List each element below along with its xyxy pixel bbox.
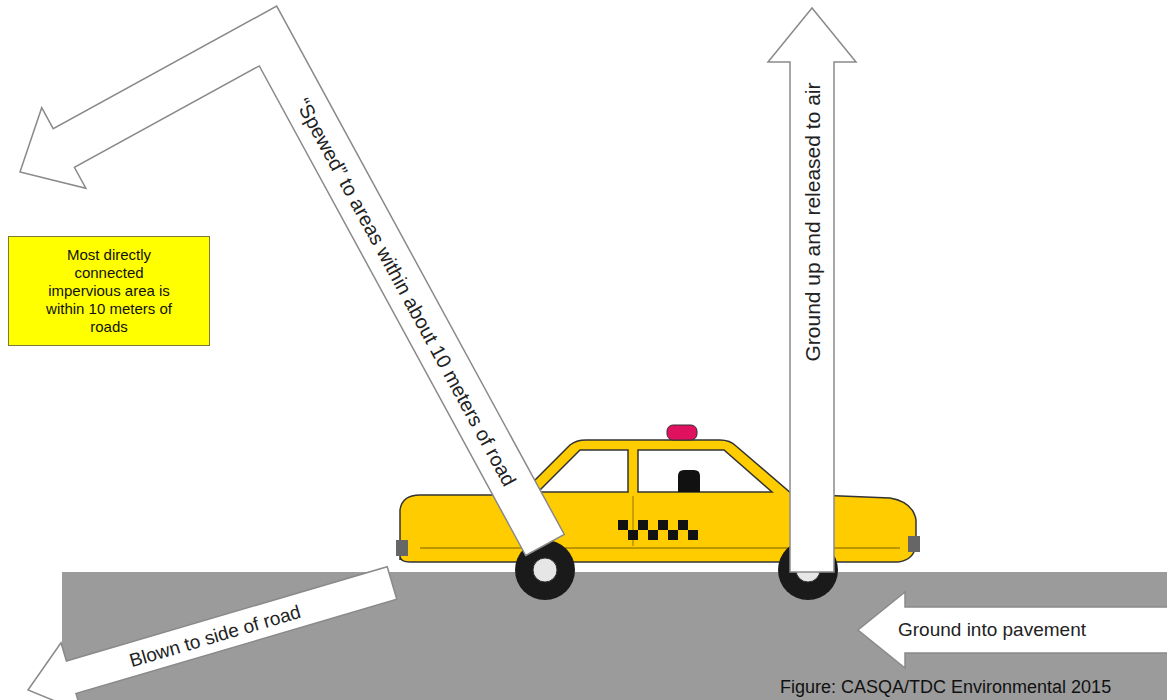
arrow-label: Ground up and released to air (802, 82, 823, 361)
arrow-label: “Spewed” to areas within about 10 meters… (293, 95, 520, 489)
front-bumper (908, 536, 920, 552)
blown-arrow (28, 567, 397, 700)
road (62, 572, 1167, 700)
roof-light (667, 425, 697, 440)
spewed-arrow (20, 6, 564, 555)
air-arrow (768, 8, 856, 572)
pavement-arrow (858, 592, 1167, 668)
headrest (678, 470, 700, 492)
arrow-label: Ground into pavement (898, 620, 1086, 639)
rear-bumper (396, 540, 408, 556)
callout-box: Most directly connected impervious area … (8, 236, 210, 346)
figure-caption: Figure: CASQA/TDC Environmental 2015 (780, 678, 1111, 696)
rear-window (538, 450, 628, 492)
hubcap (533, 558, 557, 582)
front-window (638, 450, 772, 492)
callout-text: Most directly connected impervious area … (41, 246, 177, 336)
checker (648, 530, 658, 540)
checker (618, 520, 628, 530)
checker (668, 530, 678, 540)
checker (688, 530, 698, 540)
checker (638, 520, 648, 530)
checker (628, 530, 638, 540)
checker (678, 520, 688, 530)
checker (658, 520, 668, 530)
